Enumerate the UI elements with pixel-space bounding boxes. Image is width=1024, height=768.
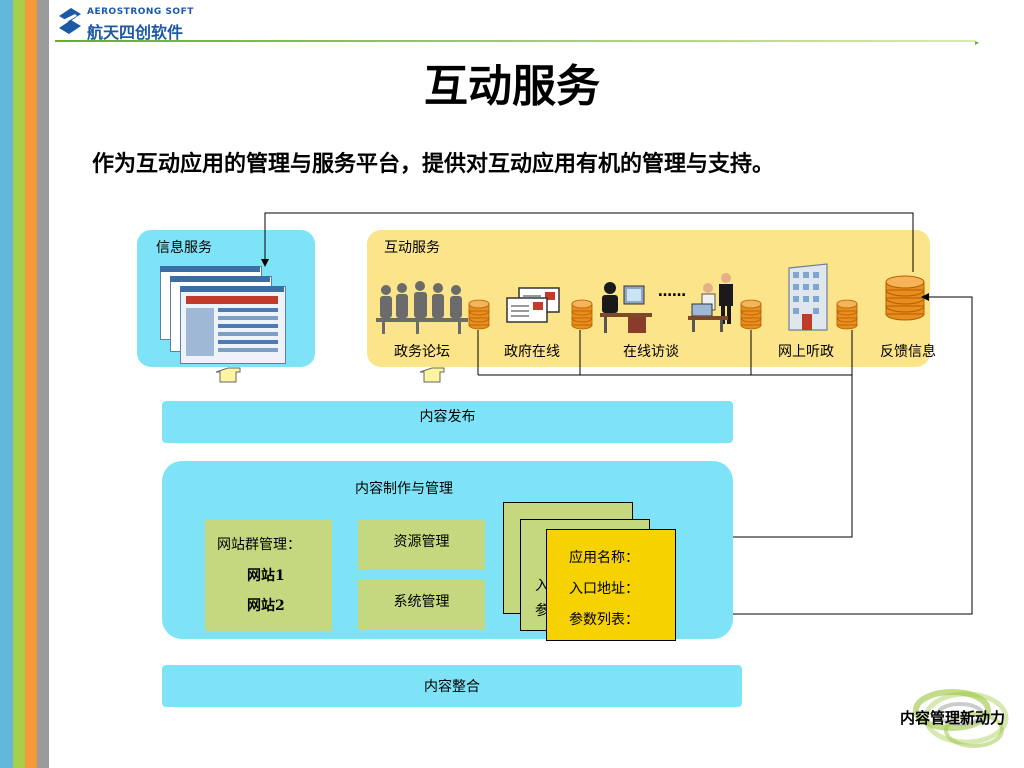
system-mgmt-box: 系统管理 [358, 580, 485, 630]
service-label-forum: 政务论坛 [394, 344, 450, 360]
app-card-params: 参数列表： [569, 612, 639, 628]
system-mgmt-label: 系统管理 [393, 594, 450, 610]
service-label-gov-online: 政府在线 [504, 344, 560, 360]
ellipsis-dots: …… [658, 284, 686, 300]
app-card-name: 应用名称： [569, 550, 639, 566]
content-production-title: 内容制作与管理 [355, 481, 453, 497]
brand-name-en: AEROSTRONG SOFT [87, 7, 194, 17]
footer-logo-text: 内容管理新动力 [900, 709, 1006, 727]
app-card-back-char-2: 入 [535, 578, 549, 594]
content-publish-label: 内容发布 [419, 409, 476, 425]
content-publish-bar: 内容发布 [162, 401, 733, 443]
left-stripe-orange [25, 0, 37, 768]
brand-name-cn: 航天四创软件 [87, 23, 184, 42]
meeting-people-icon [688, 273, 733, 332]
left-stripe-blue [0, 0, 13, 768]
content-integration-label: 内容整合 [424, 679, 480, 695]
site-group-site2: 网站2 [247, 598, 285, 614]
site-group-site1: 网站1 [247, 568, 285, 584]
content-integration-bar: 内容整合 [162, 665, 742, 707]
resource-mgmt-label: 资源管理 [393, 534, 450, 550]
app-card-back-char-3: 参 [535, 603, 549, 619]
feedback-database-icon [885, 275, 925, 321]
page-title: 互动服务 [424, 61, 600, 112]
mail-documents-icon [506, 287, 560, 323]
online-interview-icon [600, 282, 652, 333]
header-rule-end-icon: ▸ [975, 38, 980, 47]
site-group-title: 网站群管理： [217, 537, 301, 553]
left-stripe-green [13, 0, 25, 768]
app-card-entry: 入口地址： [569, 581, 639, 597]
database-icon-2 [571, 299, 593, 330]
database-icon-1 [468, 299, 490, 330]
page-subtitle: 作为互动应用的管理与服务平台，提供对互动应用有机的管理与支持。 [92, 151, 775, 177]
info-service-label: 信息服务 [156, 240, 212, 256]
database-icon-4 [836, 299, 858, 330]
database-icon-3 [740, 299, 762, 330]
resource-mgmt-box: 资源管理 [358, 520, 485, 570]
swirl-logo-icon [913, 689, 1009, 748]
brand-mark-icon [59, 8, 81, 34]
site-group-box: 网站群管理： 网站1 网站2 [205, 520, 332, 631]
app-card-front: 应用名称： 入口地址： 参数列表： [546, 529, 676, 641]
brand-logo: AEROSTRONG SOFT 航天四创软件 [55, 4, 205, 42]
left-stripe-gray [37, 0, 49, 768]
forum-people-icon [376, 281, 468, 334]
interactive-service-label: 互动服务 [384, 240, 440, 256]
building-icon [788, 263, 828, 331]
service-label-feedback: 反馈信息 [880, 344, 936, 360]
browser-screenshots [160, 266, 288, 364]
service-label-interview: 在线访谈 [623, 344, 679, 360]
service-label-hearing: 网上听政 [778, 344, 834, 360]
header-rule [55, 40, 975, 42]
